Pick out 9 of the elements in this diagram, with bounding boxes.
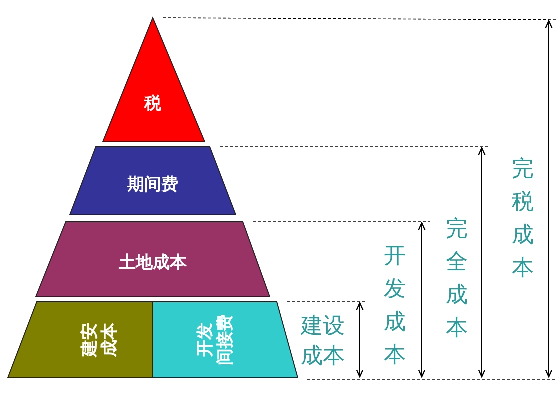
layer-label: 开发间接费 xyxy=(195,314,235,366)
layer-label: 土地成本 xyxy=(119,252,187,274)
dimension-label: 开发成本 xyxy=(384,243,406,370)
dimension-label: 完税成本 xyxy=(512,156,534,283)
layer-label: 税 xyxy=(144,92,162,114)
layer-label: 期间费 xyxy=(128,174,178,196)
dimension-label: 建设成本 xyxy=(301,313,346,371)
layer-label: 建安成本 xyxy=(80,323,120,357)
dimension-label: 完全成本 xyxy=(446,216,468,343)
